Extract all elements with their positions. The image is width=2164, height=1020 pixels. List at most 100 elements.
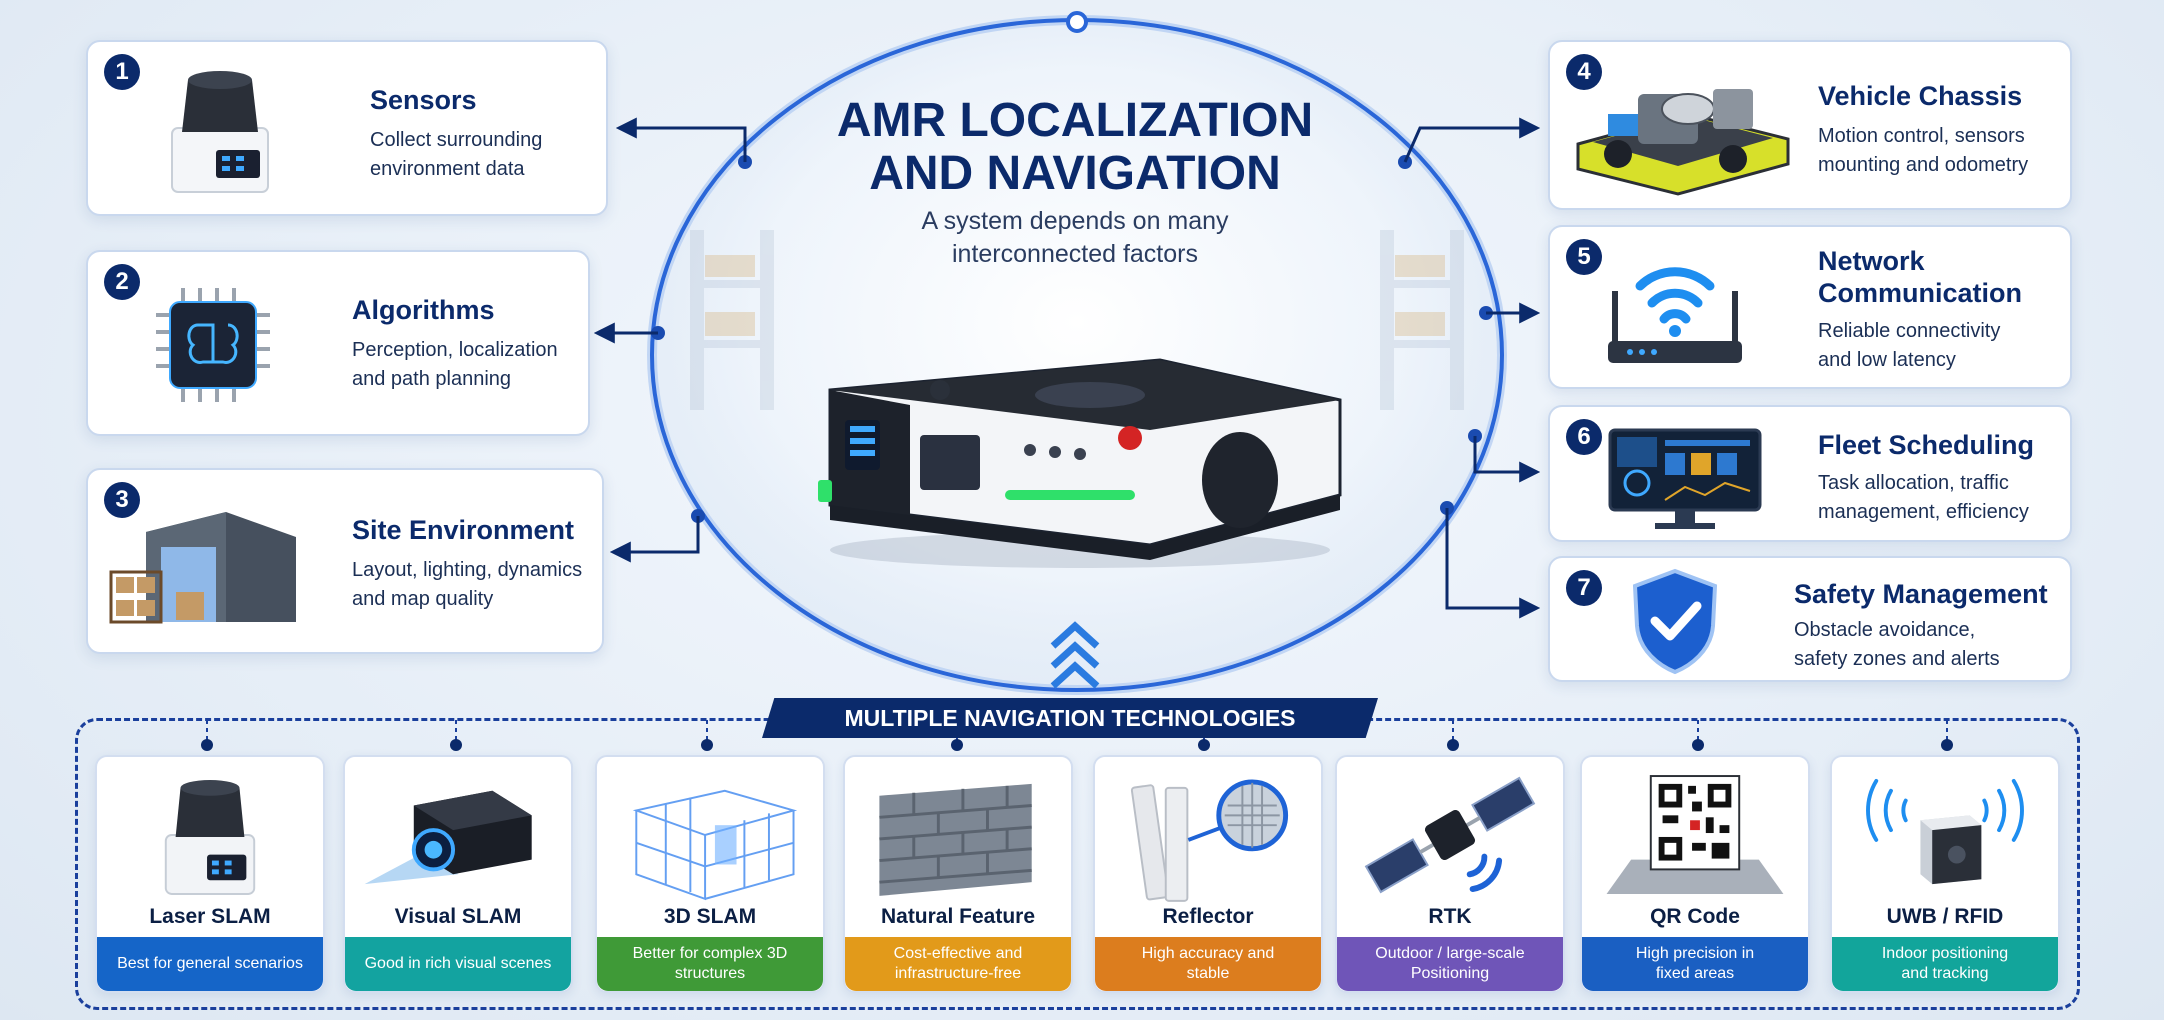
- camera-icon: [364, 790, 532, 885]
- tech-benefit-line-2: and tracking: [1901, 965, 1989, 982]
- tech-benefit-line-2: fixed areas: [1655, 965, 1735, 982]
- tech-name: QR Code: [1650, 905, 1740, 928]
- factor-number: 3: [104, 482, 140, 518]
- factor-number: 5: [1566, 239, 1602, 275]
- factor-description: Collect surrounding environment data: [370, 126, 542, 184]
- main-subtitle: A system depends on many interconnected …: [820, 205, 1330, 270]
- factor-title: Safety Management: [1794, 579, 2048, 609]
- tech-card-qr-code: QR Code High precision in fixed areas: [1580, 755, 1810, 993]
- tech-benefit-line-2: stable: [1186, 965, 1230, 982]
- factor-description-line-2: environment data: [370, 158, 525, 180]
- tech-card-reflector: Reflector High accuracy and stable: [1093, 755, 1323, 993]
- monitor-icon: [1608, 428, 1762, 529]
- tech-card-uwb-rfid: UWB / RFID Indoor positioning and tracki…: [1830, 755, 2060, 993]
- factor-card-sensors: 1 Sensors Collect surrounding environmen…: [86, 40, 608, 216]
- tech-benefit-line-1: High precision in: [1635, 945, 1755, 963]
- tech-benefit-line-2: infrastructure-free: [894, 965, 1022, 982]
- factor-title: Site Environment: [352, 515, 575, 545]
- factor-description-line-2: management, efficiency: [1818, 501, 2029, 523]
- factor-number: 7: [1566, 570, 1602, 606]
- factor-title: Fleet Scheduling: [1818, 430, 2035, 460]
- main-subtitle-line-1: A system depends on many: [921, 207, 1229, 235]
- tech-benefit-line-1: Good in rich visual scenes: [364, 955, 552, 973]
- factor-description-line-2: mounting and odometry: [1818, 154, 2029, 176]
- tech-benefit-badge: Outdoor / large-scale Positioning: [1337, 937, 1563, 991]
- factor-description-line-2: safety zones and alerts: [1794, 648, 2000, 670]
- satellite-icon: [1364, 776, 1536, 894]
- factor-description-line-1: Collect surrounding: [370, 129, 543, 151]
- factor-description-line-1: Task allocation, traffic: [1818, 472, 2009, 494]
- tech-card-visual-slam: Visual SLAM Good in rich visual scenes: [343, 755, 573, 993]
- main-title-line-2: AND NAVIGATION: [869, 146, 1281, 200]
- lidar-sensor-icon: [171, 71, 269, 193]
- main-title: AMR LOCALIZATION AND NAVIGATION: [780, 94, 1370, 201]
- tech-name: Natural Feature: [880, 905, 1036, 928]
- tech-benefit-badge: Cost-effective and infrastructure-free: [845, 937, 1071, 991]
- shield-check-icon: [1632, 568, 1718, 675]
- tech-benefit-badge: Better for complex 3D structures: [597, 937, 823, 991]
- factor-description: Motion control, sensors mounting and odo…: [1818, 122, 2028, 180]
- warehouse-icon: [109, 512, 296, 624]
- tech-card-laser-slam: Laser SLAM Best for general scenarios: [95, 755, 325, 993]
- tech-benefit-line-2: structures: [674, 965, 746, 982]
- factor-title: Sensors: [370, 85, 477, 115]
- factor-description-line-1: Perception, localization: [352, 339, 558, 361]
- factor-title-line-1: Network: [1818, 246, 1925, 276]
- factor-card-safety-management: 7 Safety Management Obstacle avoidance, …: [1548, 556, 2072, 682]
- tech-benefit-line-2: Positioning: [1410, 965, 1490, 982]
- tech-name: UWB / RFID: [1886, 905, 2004, 928]
- factor-title: Algorithms: [352, 295, 495, 325]
- lidar-icon: [164, 779, 256, 895]
- tech-benefit-line-1: Better for complex 3D: [632, 945, 788, 963]
- tech-benefit-badge: Indoor positioning and tracking: [1832, 937, 2058, 991]
- tech-name: RTK: [1428, 905, 1472, 928]
- tech-name: Laser SLAM: [149, 905, 271, 928]
- factor-description-line-2: and path planning: [352, 368, 512, 390]
- tech-name: Reflector: [1162, 905, 1254, 928]
- navigation-technologies-label: MULTIPLE NAVIGATION TECHNOLOGIES: [762, 698, 1378, 738]
- router-icon: [1608, 267, 1742, 363]
- tech-benefit-line-1: Outdoor / large-scale: [1375, 945, 1525, 963]
- chassis-icon: [1576, 89, 1790, 196]
- factor-description-line-1: Motion control, sensors: [1818, 125, 2025, 147]
- tech-benefit-line-1: Indoor positioning: [1881, 945, 2009, 963]
- factor-number: 1: [104, 54, 140, 90]
- tech-benefit-badge: High precision in fixed areas: [1582, 937, 1808, 991]
- qr-code-icon: [1606, 775, 1784, 894]
- tech-benefit-line-1: High accuracy and: [1141, 945, 1275, 963]
- factor-card-fleet-scheduling: 6 Fleet Scheduling Task allocation, traf…: [1548, 405, 2072, 542]
- factor-description-line-1: Layout, lighting, dynamics: [352, 559, 583, 581]
- main-title-line-1: AMR LOCALIZATION: [836, 94, 1314, 147]
- tech-name: Visual SLAM: [394, 905, 522, 928]
- tech-benefit-badge: Good in rich visual scenes: [345, 937, 571, 991]
- factor-description-line-2: and low latency: [1818, 349, 1956, 371]
- tech-benefit-line-1: Cost-effective and: [893, 945, 1023, 963]
- factor-card-network-communication: 5 Network Communication Reliable connect…: [1548, 225, 2072, 389]
- factor-number: 2: [104, 264, 140, 300]
- factor-description-line-2: and map quality: [352, 588, 494, 610]
- factor-number: 6: [1566, 419, 1602, 455]
- factor-description: Layout, lighting, dynamics and map quali…: [352, 556, 582, 614]
- point-cloud-icon: [632, 789, 798, 901]
- factor-title: Network Communication: [1818, 245, 2022, 310]
- factor-description: Obstacle avoidance, safety zones and ale…: [1794, 616, 2000, 674]
- factor-description-line-1: Obstacle avoidance,: [1794, 619, 1976, 641]
- factor-title-line-2: Communication: [1818, 278, 2023, 309]
- factor-title: Vehicle Chassis: [1818, 81, 2023, 111]
- tech-benefit-line-1: Best for general scenarios: [117, 955, 303, 973]
- amr-robot-icon: [818, 358, 1342, 568]
- factor-card-site-environment: 3 Site Environment Layout, lighting, dyn…: [86, 468, 604, 654]
- factor-description: Reliable connectivity and low latency: [1818, 317, 2000, 375]
- tech-card-3d-slam: 3D SLAM Better for complex 3D structures: [595, 755, 825, 993]
- uwb-tag-icon: [1866, 778, 2024, 885]
- factor-number: 4: [1566, 54, 1602, 90]
- factor-card-vehicle-chassis: 4 Vehicle Chassis Motion control, sensor…: [1548, 40, 2072, 210]
- tech-name: 3D SLAM: [663, 905, 757, 928]
- factor-description: Task allocation, traffic management, eff…: [1818, 469, 2029, 527]
- reflector-icon: [1130, 779, 1289, 902]
- tech-card-rtk: RTK Outdoor / large-scale Positioning: [1335, 755, 1565, 993]
- tech-benefit-badge: Best for general scenarios: [97, 937, 323, 991]
- chip-icon: [156, 288, 270, 402]
- factor-description-line-1: Reliable connectivity: [1818, 320, 2001, 342]
- tech-benefit-badge: High accuracy and stable: [1095, 937, 1321, 991]
